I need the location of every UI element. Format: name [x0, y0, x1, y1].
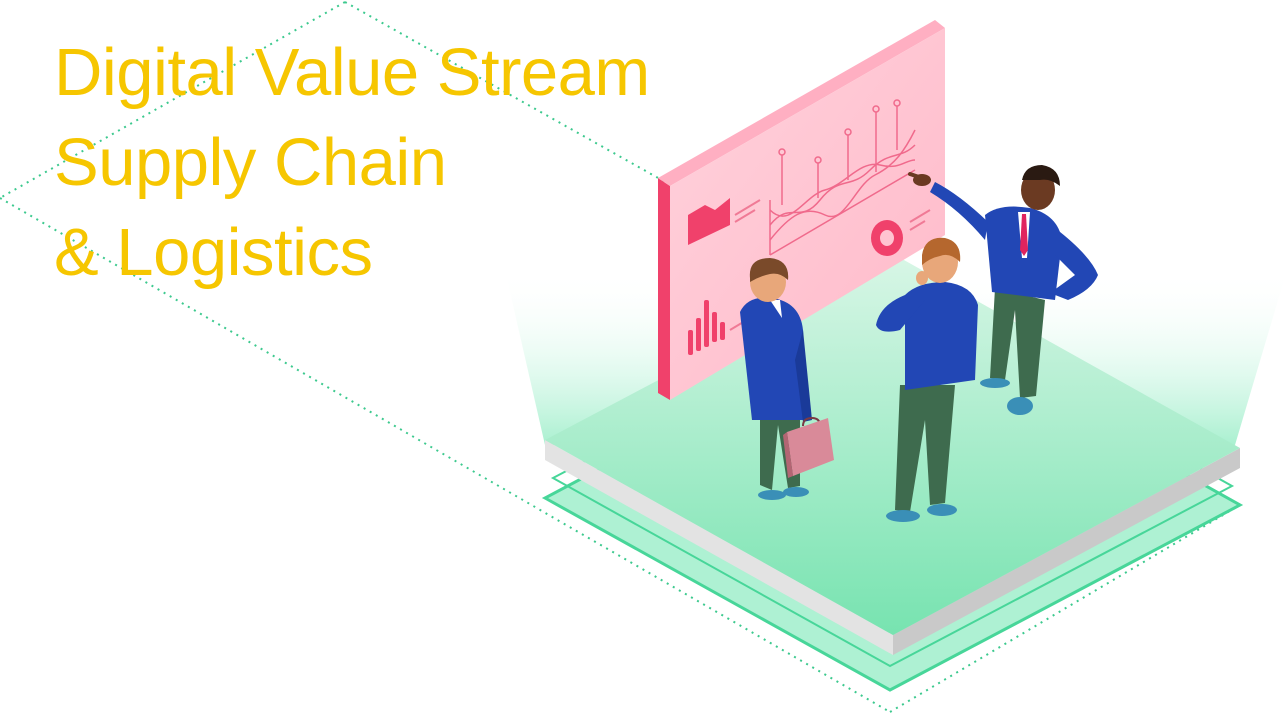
person-thinking	[876, 237, 978, 522]
area-chart-icon	[688, 198, 730, 245]
title-line-2: Supply Chain	[54, 125, 447, 200]
person-with-briefcase	[740, 258, 834, 500]
title-line-1: Digital Value Stream	[54, 35, 650, 110]
briefcase-icon	[783, 416, 834, 478]
presentation-board	[658, 20, 945, 400]
title-line-3: & Logistics	[54, 215, 373, 290]
donut-chart-icon	[871, 209, 931, 256]
bar-chart-icon	[688, 300, 725, 355]
page-title: Digital Value Stream Supply Chain & Logi…	[54, 28, 650, 298]
person-pointing	[908, 165, 1098, 415]
line-chart-icon	[769, 99, 916, 256]
